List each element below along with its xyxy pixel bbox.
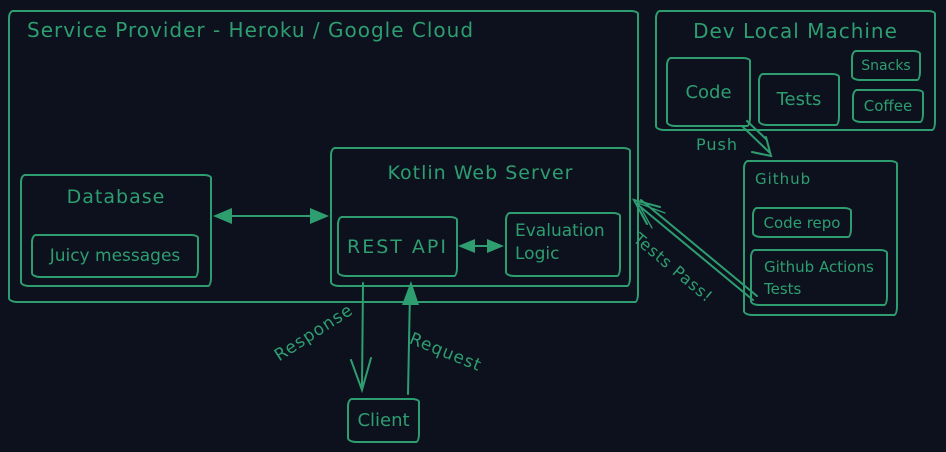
tests-pass-arrow-label: Tests Pass! bbox=[629, 229, 717, 307]
tests-label: Tests bbox=[776, 89, 822, 110]
client-box: Client bbox=[347, 398, 420, 443]
client-label: Client bbox=[357, 410, 410, 431]
dev-local-machine-box bbox=[655, 10, 936, 131]
request-arrow-label: Request bbox=[406, 329, 485, 377]
evaluation-logic-label: Evaluation Logic bbox=[515, 221, 605, 264]
github-title: Github bbox=[755, 170, 812, 188]
github-actions-tests-box: Github Actions Tests bbox=[750, 249, 888, 306]
github-actions-tests-label: Github Actions Tests bbox=[764, 258, 874, 298]
code-repo-label: Code repo bbox=[763, 213, 841, 232]
database-title: Database bbox=[66, 186, 166, 208]
tests-box: Tests bbox=[758, 73, 840, 126]
snacks-box: Snacks bbox=[851, 50, 921, 81]
juicy-messages-box: Juicy messages bbox=[31, 234, 199, 278]
database-box bbox=[20, 174, 212, 287]
code-label: Code bbox=[685, 81, 732, 103]
rest-api-label: REST API bbox=[347, 235, 448, 258]
snacks-label: Snacks bbox=[861, 57, 911, 74]
kotlin-web-server-box bbox=[330, 147, 631, 287]
coffee-box: Coffee bbox=[852, 89, 924, 123]
code-repo-box: Code repo bbox=[752, 207, 852, 238]
code-box: Code bbox=[666, 57, 751, 127]
service-provider-title: Service Provider - Heroku / Google Cloud bbox=[27, 18, 475, 42]
coffee-label: Coffee bbox=[863, 97, 913, 115]
juicy-messages-label: Juicy messages bbox=[49, 246, 181, 266]
evaluation-logic-box: Evaluation Logic bbox=[505, 212, 621, 277]
rest-api-box: REST API bbox=[337, 216, 458, 277]
response-arrow-label: Response bbox=[271, 300, 358, 366]
dev-local-machine-title: Dev Local Machine bbox=[693, 19, 898, 43]
kotlin-web-server-title: Kotlin Web Server bbox=[387, 162, 574, 184]
service-provider-box bbox=[8, 10, 639, 303]
push-arrow-label: Push bbox=[696, 135, 738, 154]
